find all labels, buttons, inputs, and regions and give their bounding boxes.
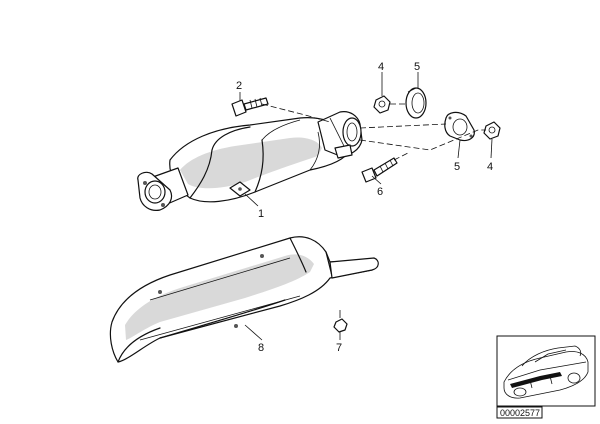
diagram-reference-number: 00002577 [500,408,540,418]
leader-lines [239,72,493,341]
catalytic-converter [137,111,363,211]
gasket-ring [405,87,427,119]
label-part-2: 2 [236,80,242,92]
label-part-5-right: 5 [454,161,460,173]
nut-top [373,95,391,114]
nut-small [333,310,348,333]
vehicle-inset: 00002577 [496,335,596,419]
heat-shield [109,236,379,363]
bolt [231,97,269,117]
assembly-lines [261,103,486,161]
flange-gasket [444,111,475,142]
label-part-4-top: 4 [378,61,384,73]
label-part-4-right: 4 [487,161,493,173]
label-part-7: 7 [336,342,342,354]
label-part-6: 6 [377,186,383,198]
label-part-5-top: 5 [414,61,420,73]
screw [361,157,398,183]
nut-right [483,121,501,140]
label-part-1: 1 [258,208,264,220]
label-part-8: 8 [258,342,264,354]
car-icon [503,345,589,399]
